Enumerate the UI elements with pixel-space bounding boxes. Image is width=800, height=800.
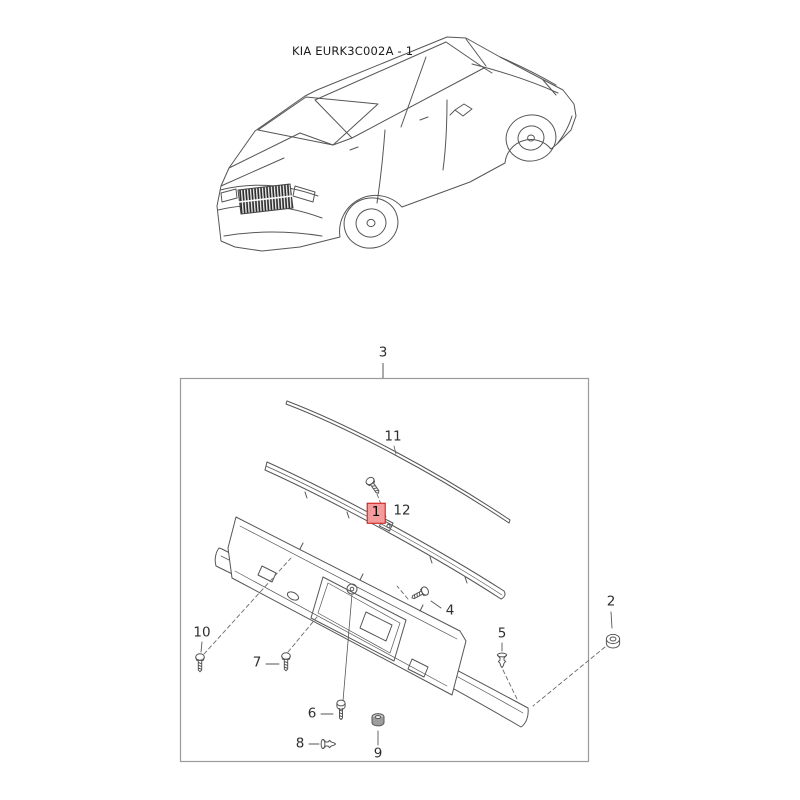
callout-part-10[interactable]: 10 — [193, 624, 211, 641]
screw-part-7 — [281, 652, 291, 672]
part-weatherstrip-11 — [285, 400, 511, 524]
callout-part-11[interactable]: 11 — [384, 428, 402, 445]
screw-part-10 — [195, 653, 205, 673]
diagram-code: KIA EURK3C002A - 1 — [292, 44, 414, 58]
front-wheel — [505, 114, 557, 162]
callout-part-6[interactable]: 6 — [307, 705, 317, 722]
callout-part-8[interactable]: 8 — [295, 735, 305, 752]
clip-part-5 — [496, 652, 508, 669]
leader-line-6 — [342, 593, 353, 702]
leader-ticks — [200, 600, 613, 746]
part-garnish-strip-12 — [264, 461, 506, 600]
exploded-assembly — [195, 400, 621, 750]
callout-part-7[interactable]: 7 — [252, 654, 262, 671]
callout-part-4[interactable]: 4 — [445, 602, 455, 619]
bolt-part-6 — [336, 699, 346, 721]
exploded-view-frame — [179, 363, 590, 763]
grommet-part-9 — [371, 713, 385, 727]
screw-part-4 — [409, 585, 431, 603]
callout-part-3[interactable]: 3 — [378, 344, 388, 361]
callout-part-9[interactable]: 9 — [373, 745, 383, 762]
part-trunk-finish-panel — [227, 516, 467, 696]
clip-part-8 — [320, 738, 337, 750]
callout-part-2[interactable]: 2 — [606, 593, 616, 610]
callout-part-12[interactable]: 12 — [393, 502, 411, 519]
vehicle-illustration — [216, 36, 577, 252]
dashed-assembly-lines — [203, 493, 606, 707]
rear-wheel — [343, 197, 399, 249]
screw-seat-detail — [379, 517, 394, 532]
nut-part-2 — [605, 633, 621, 649]
callout-part-1[interactable]: 1 — [366, 502, 386, 524]
callout-part-5[interactable]: 5 — [497, 625, 507, 642]
screw-part-1 — [364, 475, 383, 497]
